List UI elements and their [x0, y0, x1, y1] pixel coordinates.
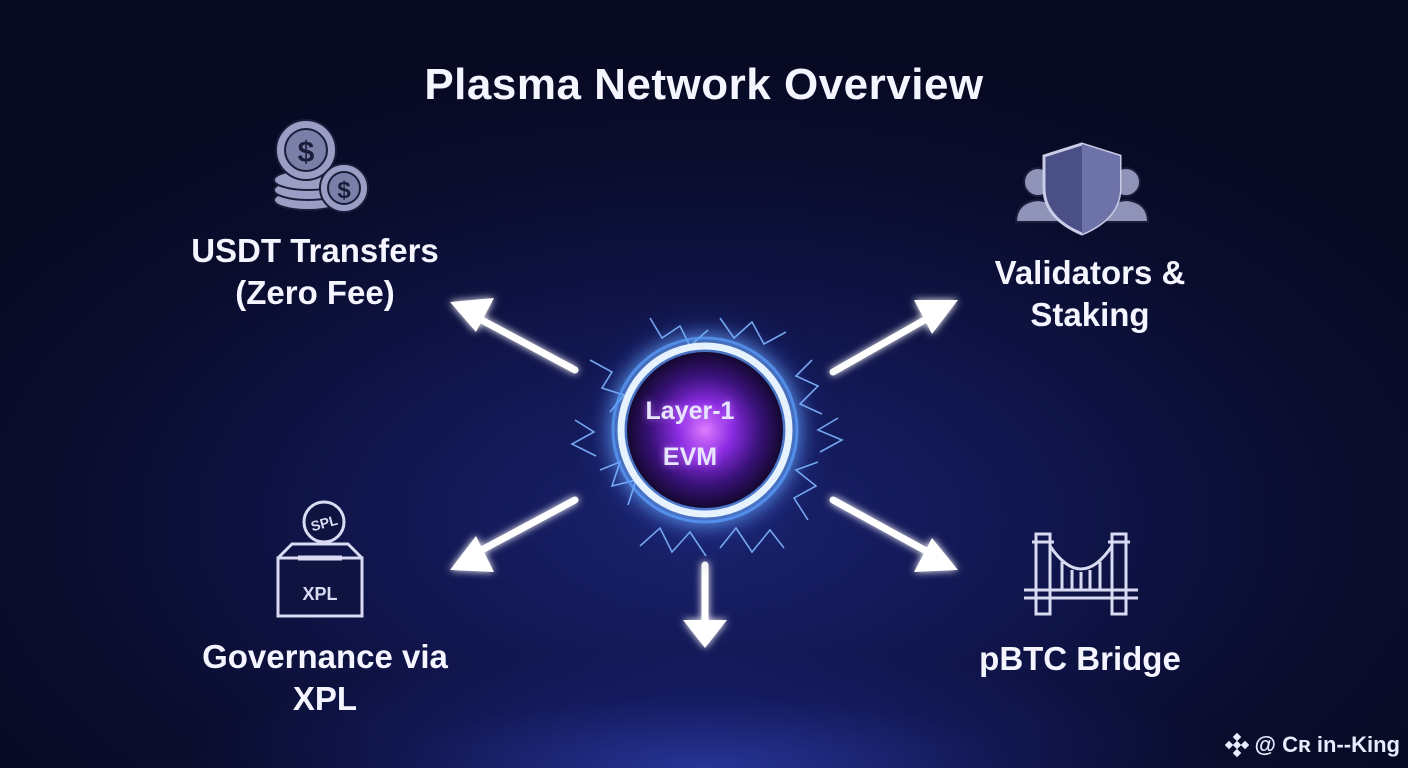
governance-line2: XPL [292, 680, 358, 717]
usdt-line2: (Zero Fee) [235, 274, 395, 311]
bridge-icon [1024, 532, 1138, 616]
validators-line2: Staking [1030, 296, 1150, 333]
shield-people-icon [1014, 142, 1150, 236]
usdt-line1: USDT Transfers [191, 232, 439, 269]
ballot-box-icon: SPL XPL [276, 500, 364, 618]
arrow-to-governance [450, 496, 579, 572]
governance-line1: Governance via [202, 638, 448, 675]
governance-label: Governance via XPL [180, 636, 470, 720]
lightning-arcs [570, 317, 844, 557]
svg-text:$: $ [298, 136, 315, 169]
pbtc-bridge-label: pBTC Bridge [960, 638, 1200, 680]
arrow-to-bridge [829, 496, 958, 572]
watermark: @ Cʀ in--King [1224, 732, 1400, 758]
hub-line1: Layer-1 [645, 397, 735, 425]
usdt-transfers-label: USDT Transfers (Zero Fee) [170, 230, 460, 314]
ballot-coin-text: SPL [309, 512, 340, 535]
hub-label: Layer-1 EVM [620, 388, 760, 480]
arrow-to-usdt [450, 298, 579, 374]
ballot-box-text: XPL [302, 584, 337, 604]
binance-logo-icon [1224, 733, 1249, 757]
validators-staking-label: Validators & Staking [975, 252, 1205, 336]
layer1-evm-hub [555, 280, 855, 580]
arrow-to-validators [829, 300, 958, 376]
validators-line1: Validators & [994, 254, 1186, 291]
page-title: Plasma Network Overview [424, 60, 984, 109]
watermark-text: @ Cʀ in--King [1254, 732, 1400, 757]
hub-line2: EVM [662, 443, 718, 471]
svg-text:$: $ [337, 177, 351, 204]
bridge-line1: pBTC Bridge [979, 640, 1181, 677]
coin-stack-icon: $ $ [273, 119, 369, 213]
